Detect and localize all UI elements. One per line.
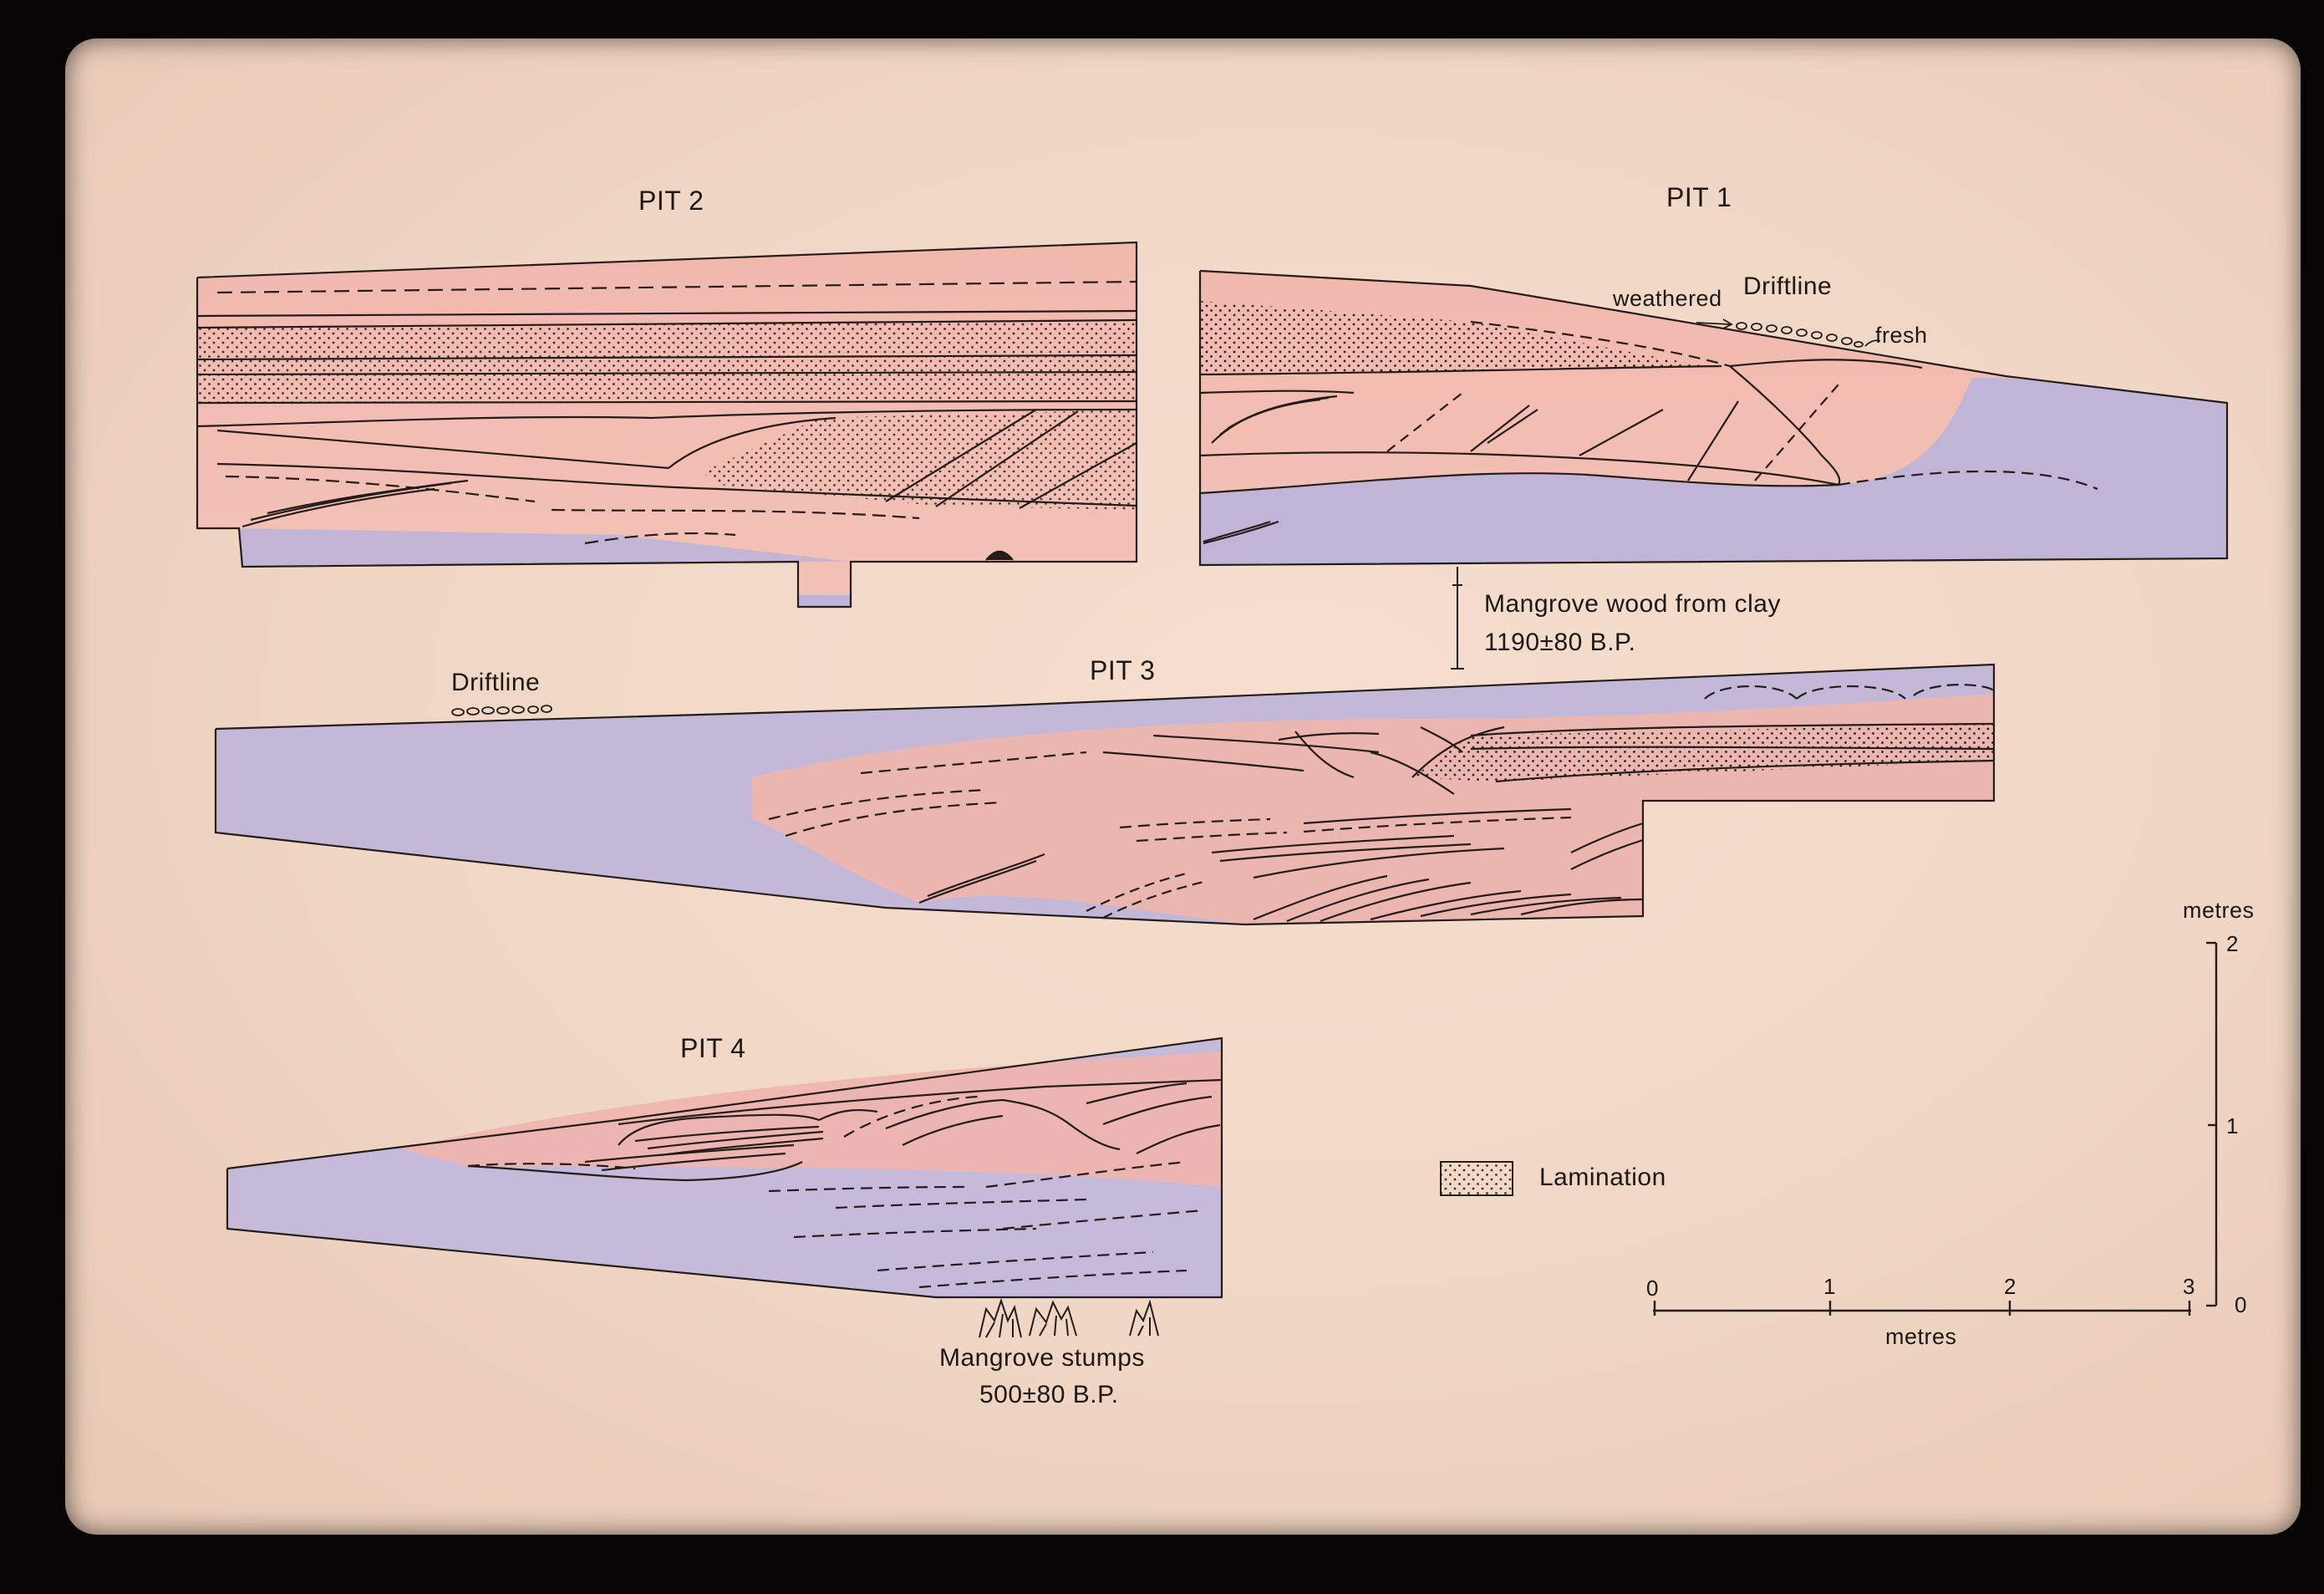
h-scale-unit: metres bbox=[1885, 1324, 1957, 1349]
vertical-scale-bar bbox=[2206, 941, 2218, 1307]
pit4-label: PIT 4 bbox=[680, 1033, 746, 1063]
pit1-driftline-label: Driftline bbox=[1743, 272, 1833, 300]
lamination-legend-swatch bbox=[1440, 1161, 1513, 1196]
pit3-driftline-label: Driftline bbox=[451, 669, 541, 696]
mangrove-wood-age: 1190±80 B.P. bbox=[1484, 629, 1636, 656]
pit3-driftline-pebbles bbox=[451, 705, 552, 716]
pit4-section bbox=[226, 1036, 1223, 1338]
v-scale-unit: metres bbox=[2183, 898, 2255, 923]
lamination-legend-label: Lamination bbox=[1539, 1164, 1666, 1191]
mangrove-wood-sample-marker bbox=[1451, 567, 1464, 670]
mangrove-stumps-age: 500±80 B.P. bbox=[979, 1381, 1119, 1408]
weathered-label: weathered bbox=[1613, 286, 1722, 311]
h-scale-tick-0: 0 bbox=[1646, 1276, 1659, 1301]
h-scale-tick-3: 3 bbox=[2183, 1274, 2195, 1299]
h-scale-tick-2: 2 bbox=[2004, 1274, 2016, 1299]
pit1-driftline-pebbles bbox=[1696, 318, 1881, 348]
pit1-section bbox=[1198, 269, 2229, 567]
pit2-section bbox=[196, 241, 1138, 609]
h-scale-tick-1: 1 bbox=[1823, 1274, 1836, 1299]
pit1-label: PIT 1 bbox=[1666, 182, 1732, 212]
v-scale-tick-1: 1 bbox=[2226, 1113, 2239, 1138]
mangrove-stumps-label: Mangrove stumps bbox=[939, 1344, 1145, 1372]
v-scale-tick-2: 2 bbox=[2226, 931, 2239, 956]
horizontal-scale-bar bbox=[1653, 1301, 2191, 1316]
v-scale-tick-0: 0 bbox=[2235, 1292, 2247, 1317]
pit3-label: PIT 3 bbox=[1090, 655, 1156, 685]
mangrove-wood-label: Mangrove wood from clay bbox=[1484, 590, 1781, 618]
pit3-section bbox=[214, 663, 1996, 926]
fresh-label: fresh bbox=[1875, 323, 1928, 348]
pit2-label: PIT 2 bbox=[638, 186, 704, 216]
mangrove-stumps-icon bbox=[979, 1297, 1159, 1338]
